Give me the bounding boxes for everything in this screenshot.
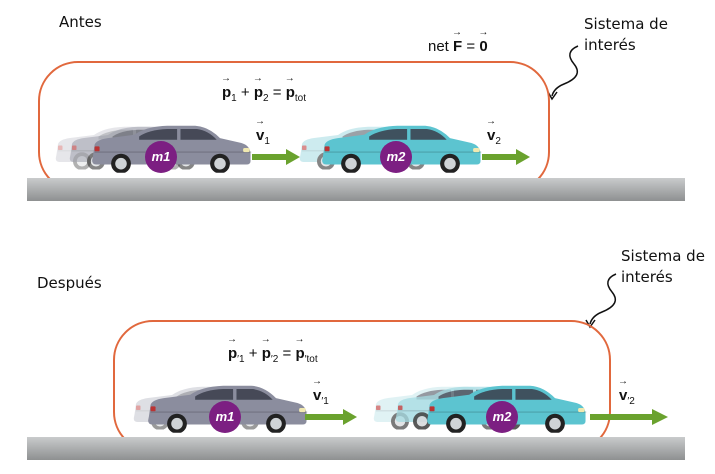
after-car2-mass-badge: m2 <box>486 401 518 433</box>
before-car2-velocity-label: v2 <box>486 116 501 147</box>
before-system-label: Sistema de interés <box>584 14 668 56</box>
after-ground <box>27 437 685 460</box>
after-car2-velocity-arrow <box>590 409 668 425</box>
before-car2-mass-badge: m2 <box>380 141 412 173</box>
after-system-label-line2: interés <box>621 268 673 286</box>
after-title: Después <box>37 274 102 292</box>
after-system-label-line1: Sistema de <box>621 247 705 265</box>
before-system-label-line1: Sistema de <box>584 15 668 33</box>
after-car1-velocity-arrow <box>305 409 357 425</box>
before-title: Antes <box>59 13 102 31</box>
before-ground <box>27 178 685 201</box>
before-net-force: net F = 0 <box>428 27 489 55</box>
after-pointer-arrow <box>585 273 617 329</box>
after-car2-velocity-label: v′2 <box>618 376 635 407</box>
before-car1-mass-badge: m1 <box>145 141 177 173</box>
before-car1-velocity-arrow <box>252 149 300 165</box>
before-car2-velocity-arrow <box>482 149 530 165</box>
after-system-label: Sistema de interés <box>621 246 705 288</box>
after-car1-velocity-label: v′1 <box>312 376 329 407</box>
before-system-label-line2: interés <box>584 36 636 54</box>
before-car1-velocity-label: v1 <box>255 116 270 147</box>
after-momentum-equation: p′1 + p′2 = p′tot <box>227 334 318 365</box>
after-car1-mass-badge: m1 <box>209 401 241 433</box>
before-momentum-equation: p1 + p2 = ptot <box>221 73 306 104</box>
before-pointer-arrow <box>547 45 579 101</box>
